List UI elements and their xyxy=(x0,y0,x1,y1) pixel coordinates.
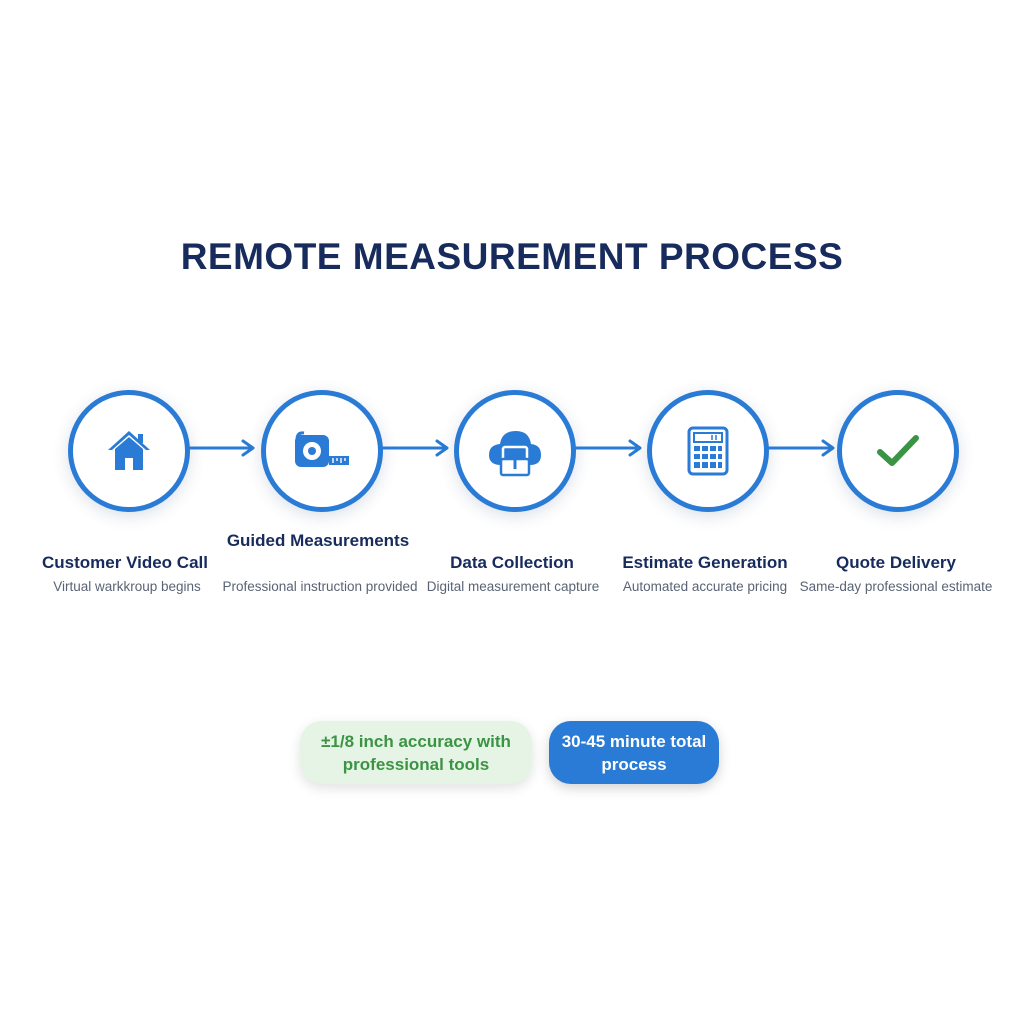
calculator-icon xyxy=(687,426,729,476)
arrow-3-to-4 xyxy=(574,439,642,457)
step-5-title: Quote Delivery xyxy=(836,553,956,572)
step-5-description: Same-day professional estimate xyxy=(799,579,993,594)
duration-badge: 30-45 minute total process xyxy=(549,721,719,784)
checkmark-icon xyxy=(877,435,919,466)
step-2-description: Professional instruction provided xyxy=(222,579,418,594)
tape-measure-icon xyxy=(295,431,349,467)
step-3-description: Digital measurement capture xyxy=(426,579,600,594)
step-4-title: Estimate Generation xyxy=(622,553,788,572)
step-4-circle xyxy=(647,390,769,512)
step-3-title: Data Collection xyxy=(450,553,574,572)
cloud-upload-icon xyxy=(489,431,541,477)
step-4-description: Automated accurate pricing xyxy=(622,579,788,594)
arrow-2-to-3 xyxy=(381,439,449,457)
arrow-1-to-2 xyxy=(187,439,255,457)
arrow-4-to-5 xyxy=(767,439,835,457)
step-3-circle xyxy=(454,390,576,512)
step-2-circle xyxy=(261,390,383,512)
house-icon xyxy=(108,431,150,470)
accuracy-badge: ±1/8 inch accuracy with professional too… xyxy=(300,721,532,784)
step-1-title: Customer Video Call xyxy=(42,553,208,572)
duration-badge-text: 30-45 minute total process xyxy=(561,731,707,774)
step-2-title: Guided Measurements xyxy=(226,531,410,550)
step-1-circle xyxy=(68,390,190,512)
diagram-title: REMOTE MEASUREMENT PROCESS xyxy=(180,236,844,277)
accuracy-badge-text: ±1/8 inch accuracy with professional too… xyxy=(321,731,511,774)
step-5-circle xyxy=(837,390,959,512)
step-1-description: Virtual warkkroup begins xyxy=(53,579,201,594)
